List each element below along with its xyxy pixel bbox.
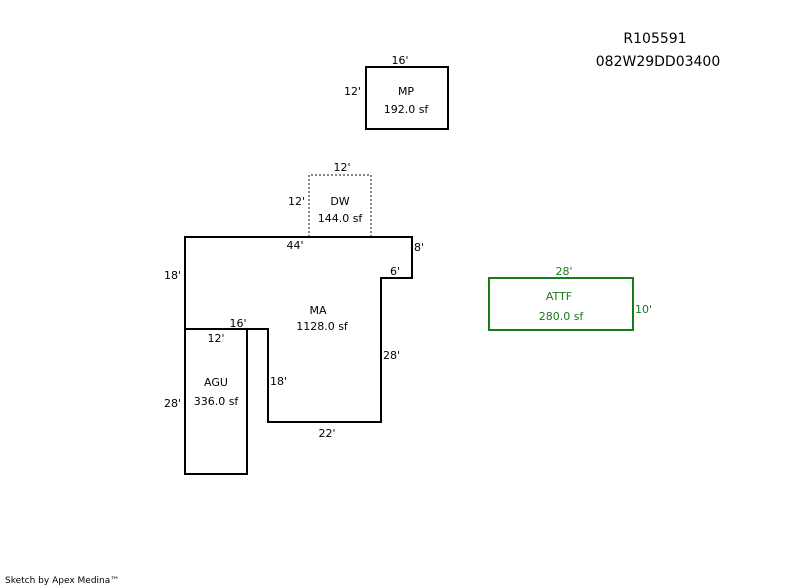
ma-dim-right: 28' xyxy=(383,349,400,362)
mp-outline xyxy=(365,66,449,130)
parcel-id: R105591 xyxy=(623,31,686,47)
attf-outline xyxy=(488,277,634,331)
ma-dim-top: 44' xyxy=(286,239,303,252)
ma-dim-notch: 6' xyxy=(390,265,400,278)
mp-code: MP xyxy=(398,85,414,98)
map-number: 082W29DD03400 xyxy=(596,54,720,70)
dw-code: DW xyxy=(330,195,349,208)
area-attf[interactable]: 28' 10' ATTF 280.0 sf xyxy=(488,265,652,331)
ma-dim-inner-left: 18' xyxy=(270,375,287,388)
dw-outline xyxy=(308,174,372,237)
ma-code: MA xyxy=(309,304,326,317)
mp-area: 192.0 sf xyxy=(384,103,430,116)
dw-dim-left: 12' xyxy=(288,195,305,208)
agu-outline xyxy=(184,328,248,475)
attf-dim-right: 10' xyxy=(635,303,652,316)
ma-dim-left: 18' xyxy=(164,269,181,282)
area-agu[interactable]: 12' 28' AGU 336.0 sf xyxy=(164,328,248,475)
attf-area: 280.0 sf xyxy=(539,310,585,323)
agu-dim-left: 28' xyxy=(164,397,181,410)
ma-dim-inner-top: 16' xyxy=(229,317,246,330)
ma-area: 1128.0 sf xyxy=(296,320,349,333)
area-dw[interactable]: 12' 12' DW 144.0 sf xyxy=(288,161,372,237)
agu-dim-top: 12' xyxy=(207,332,224,345)
mp-dim-top: 16' xyxy=(391,54,408,67)
ma-dim-bottom: 22' xyxy=(318,427,335,440)
area-mp[interactable]: 16' 12' MP 192.0 sf xyxy=(344,54,449,130)
mp-dim-left: 12' xyxy=(344,85,361,98)
ma-dim-right-upper: 8' xyxy=(414,241,424,254)
agu-area: 336.0 sf xyxy=(194,395,240,408)
attf-dim-top: 28' xyxy=(555,265,572,278)
dw-area: 144.0 sf xyxy=(318,212,364,225)
attf-code: ATTF xyxy=(546,290,572,303)
dw-dim-top: 12' xyxy=(333,161,350,174)
area-ma[interactable]: 44' 8' 6' 28' 22' 18' 16' 18' MA 1128.0 … xyxy=(164,236,424,440)
sketch-credit: Sketch by Apex Medina™ xyxy=(5,576,119,586)
agu-code: AGU xyxy=(204,376,228,389)
